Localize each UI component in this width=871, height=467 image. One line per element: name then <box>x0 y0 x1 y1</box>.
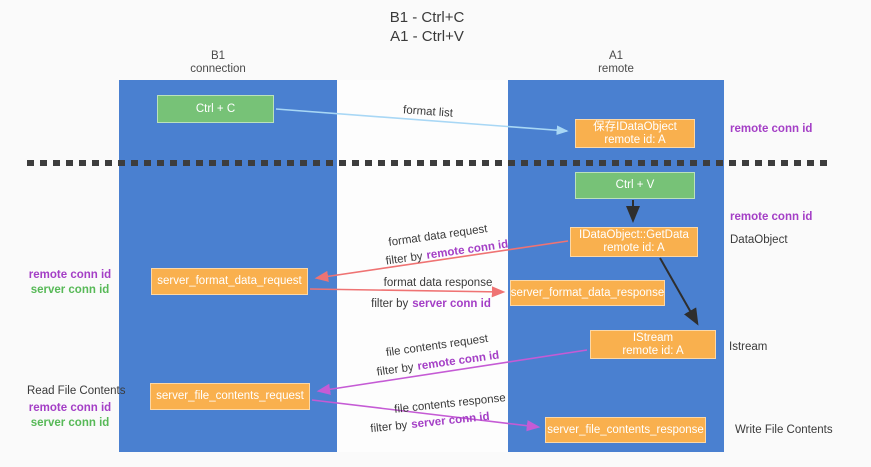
box-save-idataobject-line2: remote id: A <box>604 133 666 146</box>
left-label-server-conn-id-1: server conn id <box>30 284 110 296</box>
box-server-file-contents-response: server_file_contents_response <box>545 417 706 443</box>
filter-by-text: filter by <box>371 298 409 310</box>
box-istream-line1: IStream <box>632 331 674 344</box>
box-getdata-line2: remote id: A <box>603 242 665 254</box>
diagram-title: B1 - Ctrl+C A1 - Ctrl+V <box>390 8 465 46</box>
left-label-remote-conn-id-1: remote conn id <box>28 269 112 281</box>
left-ids-group-1: remote conn id server conn id <box>22 268 118 298</box>
box-save-idataobject-line1: 保存IDataObject <box>593 120 677 133</box>
column-header-a1: A1 remote <box>598 50 634 76</box>
column-a1-name: A1 <box>608 50 624 62</box>
box-save-idataobject: 保存IDataObject remote id: A <box>575 119 695 148</box>
column-a1-role: remote <box>598 63 634 75</box>
right-label-dataobject: DataObject <box>730 234 788 246</box>
column-b1-name: B1 <box>210 50 226 62</box>
box-server-format-data-request: server_format_data_request <box>151 268 308 295</box>
title-line-2: A1 - Ctrl+V <box>390 28 464 45</box>
box-server-format-data-response: server_format_data_response <box>510 280 665 306</box>
right-label-istream: Istream <box>729 341 768 353</box>
box-format-response-label: server_format_data_response <box>510 286 665 299</box>
box-istream-line2: remote id: A <box>622 344 684 357</box>
right-label-write-file-contents: Write File Contents <box>735 424 833 436</box>
box-istream: IStream remote id: A <box>590 330 716 359</box>
left-ids-group-2: remote conn id server conn id <box>22 401 118 431</box>
title-line-1: B1 - Ctrl+C <box>389 9 465 26</box>
column-b1-role: connection <box>190 63 246 75</box>
box-ctrl-c-label: Ctrl + C <box>195 102 236 115</box>
box-ctrl-v-label: Ctrl + V <box>615 179 655 191</box>
box-idataobject-getdata: IDataObject::GetData remote id: A <box>570 227 698 257</box>
box-server-file-contents-request: server_file_contents_request <box>150 383 310 410</box>
right-label-remote-conn-id-2: remote conn id <box>730 211 813 223</box>
server-conn-id-text: server conn id <box>412 298 491 310</box>
right-label-remote-conn-id-1: remote conn id <box>730 123 813 135</box>
flow-label-format-data-response: format data response <box>383 277 493 289</box>
box-file-request-label: server_file_contents_request <box>156 390 304 402</box>
box-ctrl-v: Ctrl + V <box>575 172 695 199</box>
box-file-response-label: server_file_contents_response <box>547 423 704 436</box>
left-label-server-conn-id-2: server conn id <box>30 417 110 429</box>
left-label-read-file-contents: Read File Contents <box>27 385 126 397</box>
column-header-b1: B1 connection <box>190 50 246 76</box>
box-format-request-label: server_format_data_request <box>157 275 302 287</box>
box-ctrl-c: Ctrl + C <box>157 95 274 123</box>
box-getdata-line1: IDataObject::GetData <box>579 229 689 241</box>
left-label-remote-conn-id-2: remote conn id <box>28 402 112 414</box>
